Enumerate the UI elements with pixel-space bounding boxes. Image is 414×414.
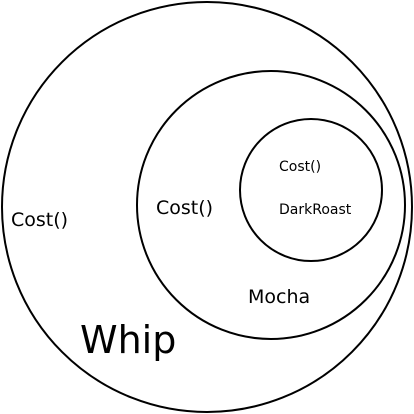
darkroast-cost-label: Cost(): [279, 159, 321, 175]
whip-name-label: Whip: [80, 318, 176, 362]
mocha-name-label: Mocha: [248, 286, 310, 308]
mocha-layer: Cost() Mocha: [136, 70, 406, 340]
darkroast-name-label: DarkRoast: [279, 202, 352, 218]
darkroast-layer: Cost() DarkRoast: [239, 118, 383, 262]
mocha-circle: [136, 70, 406, 340]
darkroast-circle: [239, 118, 383, 262]
mocha-cost-label: Cost(): [156, 197, 213, 219]
whip-cost-label: Cost(): [11, 209, 68, 231]
